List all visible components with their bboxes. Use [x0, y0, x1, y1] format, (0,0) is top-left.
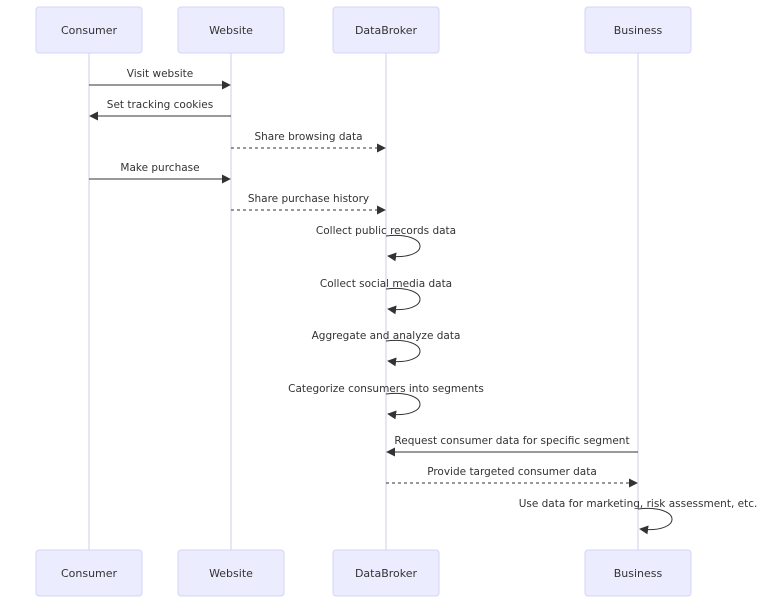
message-arrow — [385, 339, 421, 367]
actor-consumer-top: Consumer — [35, 6, 143, 54]
actor-label: Website — [209, 24, 253, 37]
message-5: Share purchase history — [231, 193, 386, 215]
message-7: Collect social media data — [320, 278, 452, 315]
message-1: Visit website — [89, 68, 231, 90]
message-label: Collect public records data — [316, 225, 456, 237]
message-label: Visit website — [127, 68, 193, 80]
message-label: Set tracking cookies — [107, 99, 213, 111]
actor-business-bottom: Business — [584, 549, 692, 597]
actor-box — [584, 549, 692, 597]
message-12: Use data for marketing, risk assessment,… — [519, 498, 758, 535]
message-label: Share browsing data — [254, 131, 362, 143]
actor-label: DataBroker — [355, 24, 418, 37]
message-label: Share purchase history — [248, 193, 369, 205]
actor-consumer-bottom: Consumer — [35, 549, 143, 597]
actor-box — [584, 6, 692, 54]
message-label: Make purchase — [120, 162, 199, 174]
message-10: Request consumer data for specific segme… — [386, 435, 638, 457]
message-6: Collect public records data — [316, 225, 456, 262]
actor-label: Website — [209, 567, 253, 580]
actor-databroker-top: DataBroker — [332, 6, 440, 54]
actor-business-top: Business — [584, 6, 692, 54]
actor-website-top: Website — [177, 6, 285, 54]
actor-box — [332, 549, 440, 597]
message-label: Use data for marketing, risk assessment,… — [519, 498, 758, 510]
actor-box — [177, 549, 285, 597]
actor-label: Consumer — [61, 567, 118, 580]
message-label: Collect social media data — [320, 278, 452, 290]
message-arrow — [385, 234, 421, 262]
message-arrow — [385, 287, 421, 315]
message-2: Set tracking cookies — [89, 99, 231, 121]
message-3: Share browsing data — [231, 131, 386, 153]
actor-label: Business — [614, 567, 663, 580]
actor-box — [332, 6, 440, 54]
message-label: Aggregate and analyze data — [312, 330, 461, 342]
message-4: Make purchase — [89, 162, 231, 184]
message-label: Request consumer data for specific segme… — [394, 435, 629, 447]
actor-label: Consumer — [61, 24, 118, 37]
actor-label: DataBroker — [355, 567, 418, 580]
actor-box — [35, 6, 143, 54]
actor-box — [35, 549, 143, 597]
actor-databroker-bottom: DataBroker — [332, 549, 440, 597]
message-8: Aggregate and analyze data — [312, 330, 461, 367]
actor-website-bottom: Website — [177, 549, 285, 597]
message-arrow — [637, 507, 673, 535]
message-label: Provide targeted consumer data — [427, 466, 597, 478]
actor-box — [177, 6, 285, 54]
message-9: Categorize consumers into segments — [288, 383, 484, 420]
message-11: Provide targeted consumer data — [386, 466, 638, 488]
actor-label: Business — [614, 24, 663, 37]
message-arrow — [385, 392, 421, 420]
message-label: Categorize consumers into segments — [288, 383, 484, 395]
